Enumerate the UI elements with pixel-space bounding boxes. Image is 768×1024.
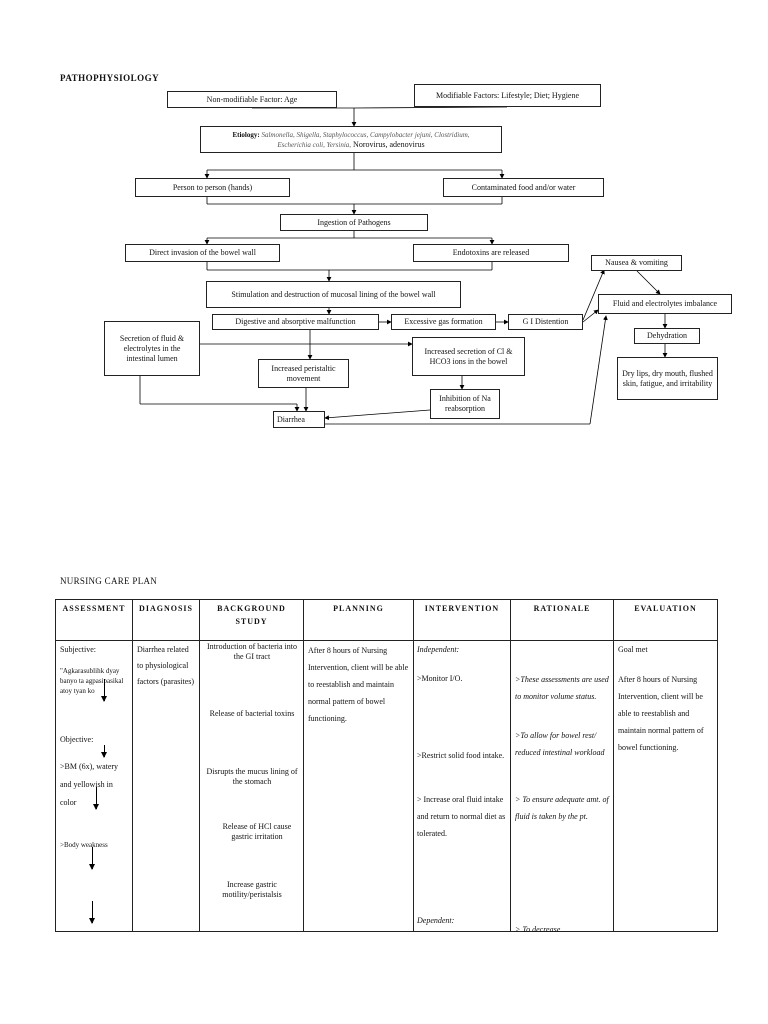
header-background-study: BACKGROUND STUDY <box>199 599 304 641</box>
pathophysiology-title: PATHOPHYSIOLOGY <box>60 73 160 83</box>
stimulation-destruction-box: Stimulation and destruction of mucosal l… <box>206 281 461 308</box>
body-weakness: >Body weakness <box>60 841 108 849</box>
independent-label: Independent: <box>417 645 460 654</box>
inhibition-na-box: Inhibition of Na reabsorption <box>430 389 500 419</box>
header-intervention: INTERVENTION <box>413 599 511 641</box>
contaminated-food-box: Contaminated food and/or water <box>443 178 604 197</box>
background-step-4: Release of HCl cause gastric irritation <box>222 822 292 841</box>
nursing-care-plan-table: ASSESSMENT DIAGNOSIS BACKGROUND STUDY PL… <box>55 599 718 934</box>
evaluation-text: After 8 hours of Nursing Intervention, c… <box>618 675 704 752</box>
dependent-label: Dependent: <box>417 916 455 925</box>
intervention-cell: Independent: >Monitor I/O. >Restrict sol… <box>413 640 511 932</box>
modifiable-factors-box: Modifiable Factors: Lifestyle; Diet; Hyg… <box>414 84 601 107</box>
intervention-increase-fluid: > Increase oral fluid intake and return … <box>417 795 506 838</box>
digestive-malfunction-box: Digestive and absorptive malfunction <box>212 314 379 330</box>
goal-met: Goal met <box>618 645 648 654</box>
background-step-3: Disrupts the mucus lining of the stomach <box>206 767 298 786</box>
rationale-4: > To decrease <box>515 925 561 934</box>
dehydration-box: Dehydration <box>634 328 700 344</box>
rationale-1: >These assessments are used to monitor v… <box>515 675 609 701</box>
intervention-restrict-solid: >Restrict solid food intake. <box>417 751 505 760</box>
intervention-monitor-io: >Monitor I/O. <box>417 674 463 683</box>
header-planning: PLANNING <box>303 599 414 641</box>
rationale-2: >To allow for bowel rest/ reduced intest… <box>515 731 605 757</box>
bm-finding: >BM (6x), watery and yellowish in color <box>60 762 119 807</box>
subjective-quote: "Agkarasublihk dyay banyo ta agpasipasik… <box>60 667 124 695</box>
objective-label: Objective: <box>60 735 94 744</box>
etiology-label: Etiology: <box>232 130 260 139</box>
header-diagnosis: DIAGNOSIS <box>132 599 200 641</box>
header-rationale: RATIONALE <box>510 599 614 641</box>
excessive-gas-box: Excessive gas formation <box>391 314 496 330</box>
flowchart-connectors <box>139 106 668 425</box>
etiology-line1: Salmonella, Shigella, Staphylococcus, Ca… <box>259 130 470 139</box>
nausea-vomiting-box: Nausea & vomiting <box>591 255 682 271</box>
secretion-fluid-box: Secretion of fluid & electrolytes in the… <box>104 321 200 376</box>
non-modifiable-factor-box: Non-modifiable Factor: Age <box>167 91 337 108</box>
diagnosis-cell: Diarrhea related to physiological factor… <box>132 640 200 932</box>
person-to-person-box: Person to person (hands) <box>135 178 290 197</box>
down-arrow-icon <box>93 787 99 810</box>
background-step-1: Introduction of bacteria into the GI tra… <box>207 642 297 661</box>
background-step-2: Release of bacterial toxins <box>209 709 295 718</box>
header-evaluation: EVALUATION <box>613 599 718 641</box>
etiology-box: Etiology: Salmonella, Shigella, Staphylo… <box>200 126 502 153</box>
background-study-cell: Introduction of bacteria into the GI tra… <box>199 640 304 932</box>
down-arrow-icon <box>89 901 95 924</box>
rationale-cell: >These assessments are used to monitor v… <box>510 640 614 934</box>
dry-lips-box: Dry lips, dry mouth, flushed skin, fatig… <box>617 357 718 400</box>
down-arrow-icon <box>89 847 95 870</box>
planning-text: After 8 hours of Nursing Intervention, c… <box>308 646 409 723</box>
assessment-cell: Subjective: "Agkarasublihk dyay banyo ta… <box>55 640 133 932</box>
nursing-care-plan-title: NURSING CARE PLAN <box>60 576 158 586</box>
gi-distention-box: G I Distention <box>508 314 583 330</box>
down-arrow-icon <box>101 679 107 702</box>
rationale-3: > To ensure adequate amt. of fluid is ta… <box>515 795 609 821</box>
direct-invasion-box: Direct invasion of the bowel wall <box>125 244 280 262</box>
etiology-line2-italic: Escherichia coli, Yersinia, <box>277 140 352 149</box>
background-step-5: Increase gastric motility/peristalsis <box>222 880 282 899</box>
down-arrow-icon <box>101 745 107 758</box>
evaluation-cell: Goal met After 8 hours of Nursing Interv… <box>613 640 718 932</box>
ingestion-of-pathogens-box: Ingestion of Pathogens <box>280 214 428 231</box>
diarrhea-box: Diarrhea <box>273 411 325 428</box>
planning-cell: After 8 hours of Nursing Intervention, c… <box>303 640 414 932</box>
subjective-label: Subjective: <box>60 645 96 654</box>
header-assessment: ASSESSMENT <box>55 599 133 641</box>
table-row: Subjective: "Agkarasublihk dyay banyo ta… <box>55 640 718 934</box>
fluid-electrolytes-imbalance-box: Fluid and electrolytes imbalance <box>598 294 732 314</box>
increased-secretion-box: Increased secretion of Cl & HCO3 ions in… <box>412 337 525 376</box>
etiology-line2: Norovirus, adenovirus <box>351 139 425 149</box>
increased-peristaltic-box: Increased peristaltic movement <box>258 359 349 388</box>
table-header-row: ASSESSMENT DIAGNOSIS BACKGROUND STUDY PL… <box>55 599 718 641</box>
diagnosis-text: Diarrhea related to physiological factor… <box>137 645 195 686</box>
endotoxins-box: Endotoxins are released <box>413 244 569 262</box>
